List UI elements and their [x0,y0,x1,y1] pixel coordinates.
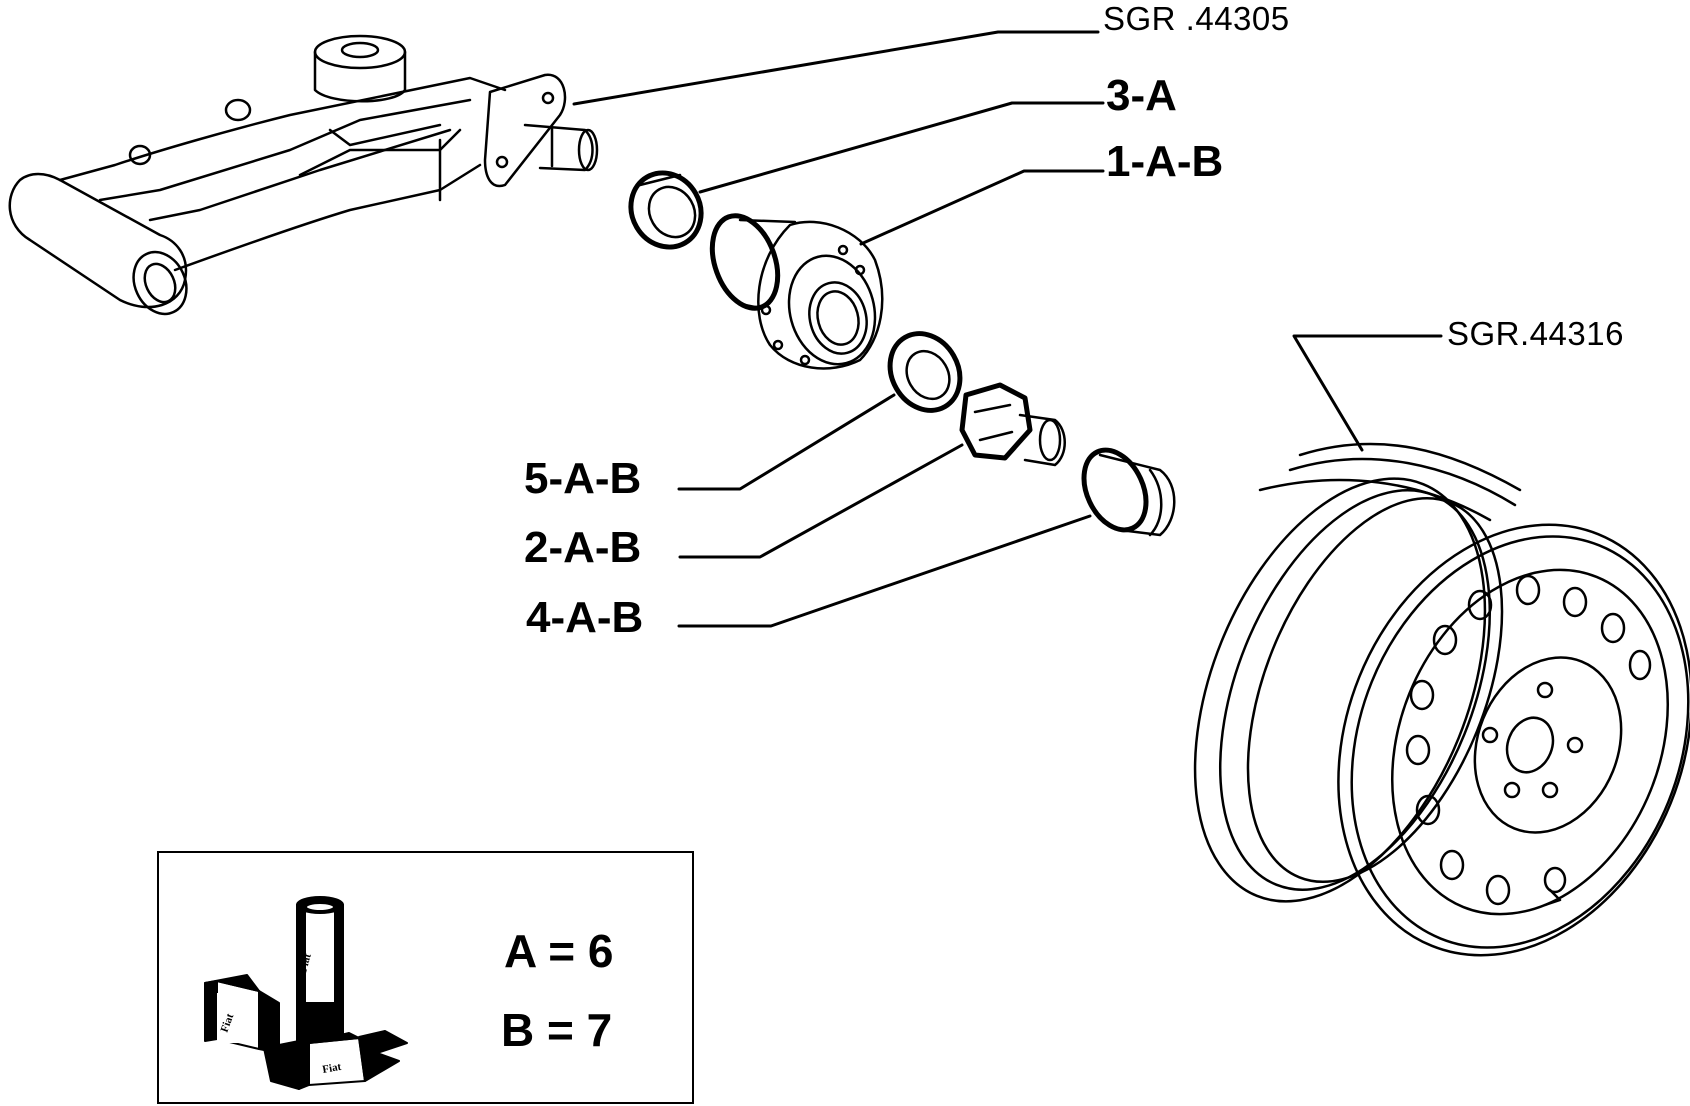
leader-line-wheel [1292,334,1443,452]
leader-line-2ab [678,443,964,559]
steel-wheel-drawing [1193,442,1690,957]
leader-line-arm [572,30,1100,106]
part-label-1ab: 1-A-B [1106,137,1224,186]
brand-text-carton-front: Fiat [321,1061,342,1076]
ref-code-wheel: SGR.44316 [1447,315,1624,352]
bearing-ring-drawing [628,170,704,250]
leader-lines [572,30,1443,628]
lubricant-containers-icon: Fiat Fiat Fiat [204,896,408,1090]
leader-line-3a [698,101,1105,194]
part-label-2ab: 2-A-B [524,523,642,572]
part-label-4ab: 4-A-B [526,593,644,642]
trailing-arm-drawing [8,34,599,316]
bearing-ring-drawing [887,331,963,413]
brand-text-tube: Fiat [297,952,314,974]
legend-line-a: A = 6 [504,925,614,977]
wheel-hub-drawing [709,213,884,370]
hub-nut-drawing [959,382,1066,467]
leader-line-5ab [677,393,896,491]
wheel-vent-holes [1405,574,1652,906]
part-label-5ab: 5-A-B [524,454,642,503]
part-label-3a: 3-A [1106,71,1177,120]
dust-cap-drawing [1081,447,1176,537]
lubricant-legend: Fiat Fiat Fiat A = 6 B = 7 [157,851,694,1104]
leader-line-4ab [677,514,1092,628]
leader-line-1ab [859,169,1105,246]
ref-code-trailing-arm: SGR .44305 [1103,0,1290,37]
legend-line-b: B = 7 [501,1004,613,1056]
